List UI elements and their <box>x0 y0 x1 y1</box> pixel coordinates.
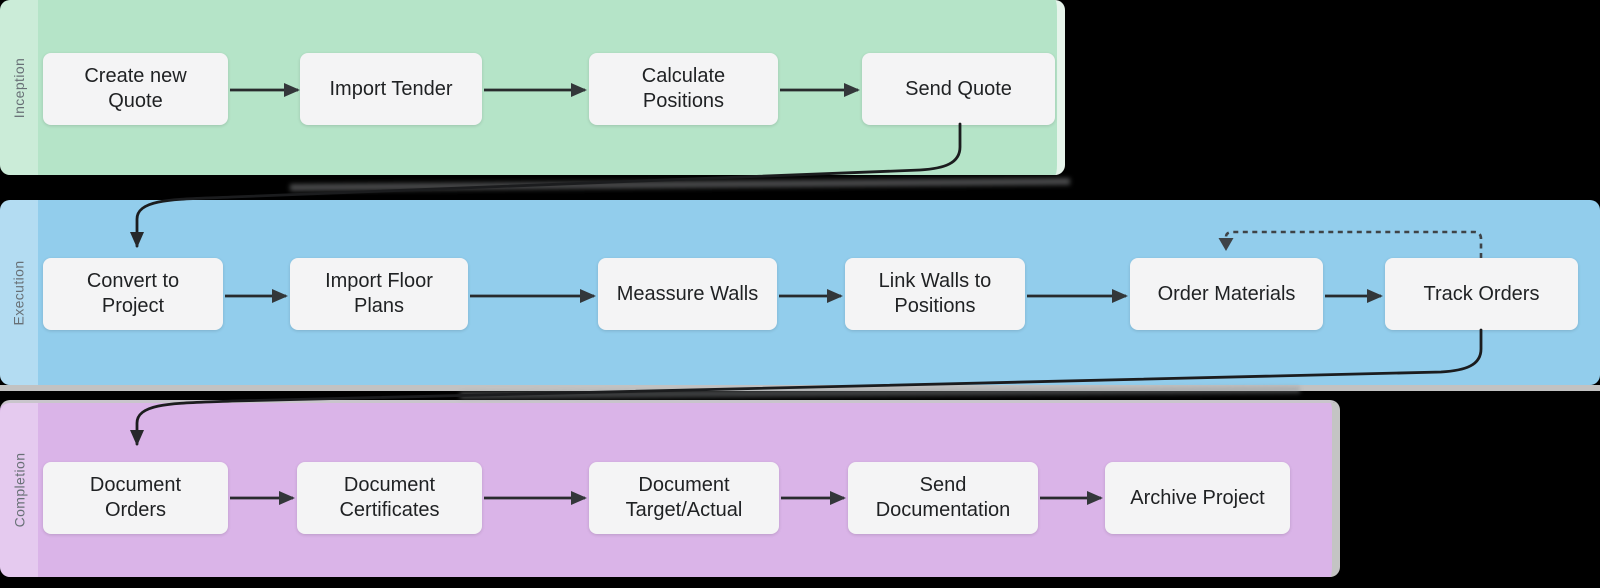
node-archive-project[interactable]: Archive Project <box>1105 462 1290 534</box>
render-artifact <box>459 386 1301 399</box>
node-calculate-positions[interactable]: Calculate Positions <box>589 53 778 125</box>
lane-label: Completion <box>11 452 28 528</box>
node-import-tender[interactable]: Import Tender <box>300 53 482 125</box>
node-track-orders[interactable]: Track Orders <box>1385 258 1578 330</box>
node-order-materials[interactable]: Order Materials <box>1130 258 1323 330</box>
render-artifact <box>289 177 1071 192</box>
lane-label-strip: Inception <box>0 0 38 175</box>
node-send-quote[interactable]: Send Quote <box>862 53 1055 125</box>
render-artifact <box>0 385 1600 391</box>
lane-label: Inception <box>11 57 28 118</box>
lane-execution[interactable]: Execution <box>0 200 1600 385</box>
node-link-walls-to-positions[interactable]: Link Walls to Positions <box>845 258 1025 330</box>
node-document-certificates[interactable]: Document Certificates <box>297 462 482 534</box>
node-import-floor-plans[interactable]: Import Floor Plans <box>290 258 468 330</box>
node-meassure-walls[interactable]: Meassure Walls <box>598 258 777 330</box>
lane-label-strip: Execution <box>0 200 38 385</box>
node-document-target-actual[interactable]: Document Target/Actual <box>589 462 779 534</box>
lane-label: Execution <box>11 259 27 326</box>
node-document-orders[interactable]: Document Orders <box>43 462 228 534</box>
lane-label-strip: Completion <box>0 403 38 577</box>
node-create-new-quote[interactable]: Create new Quote <box>43 53 228 125</box>
node-send-documentation[interactable]: Send Documentation <box>848 462 1038 534</box>
node-convert-to-project[interactable]: Convert to Project <box>43 258 223 330</box>
